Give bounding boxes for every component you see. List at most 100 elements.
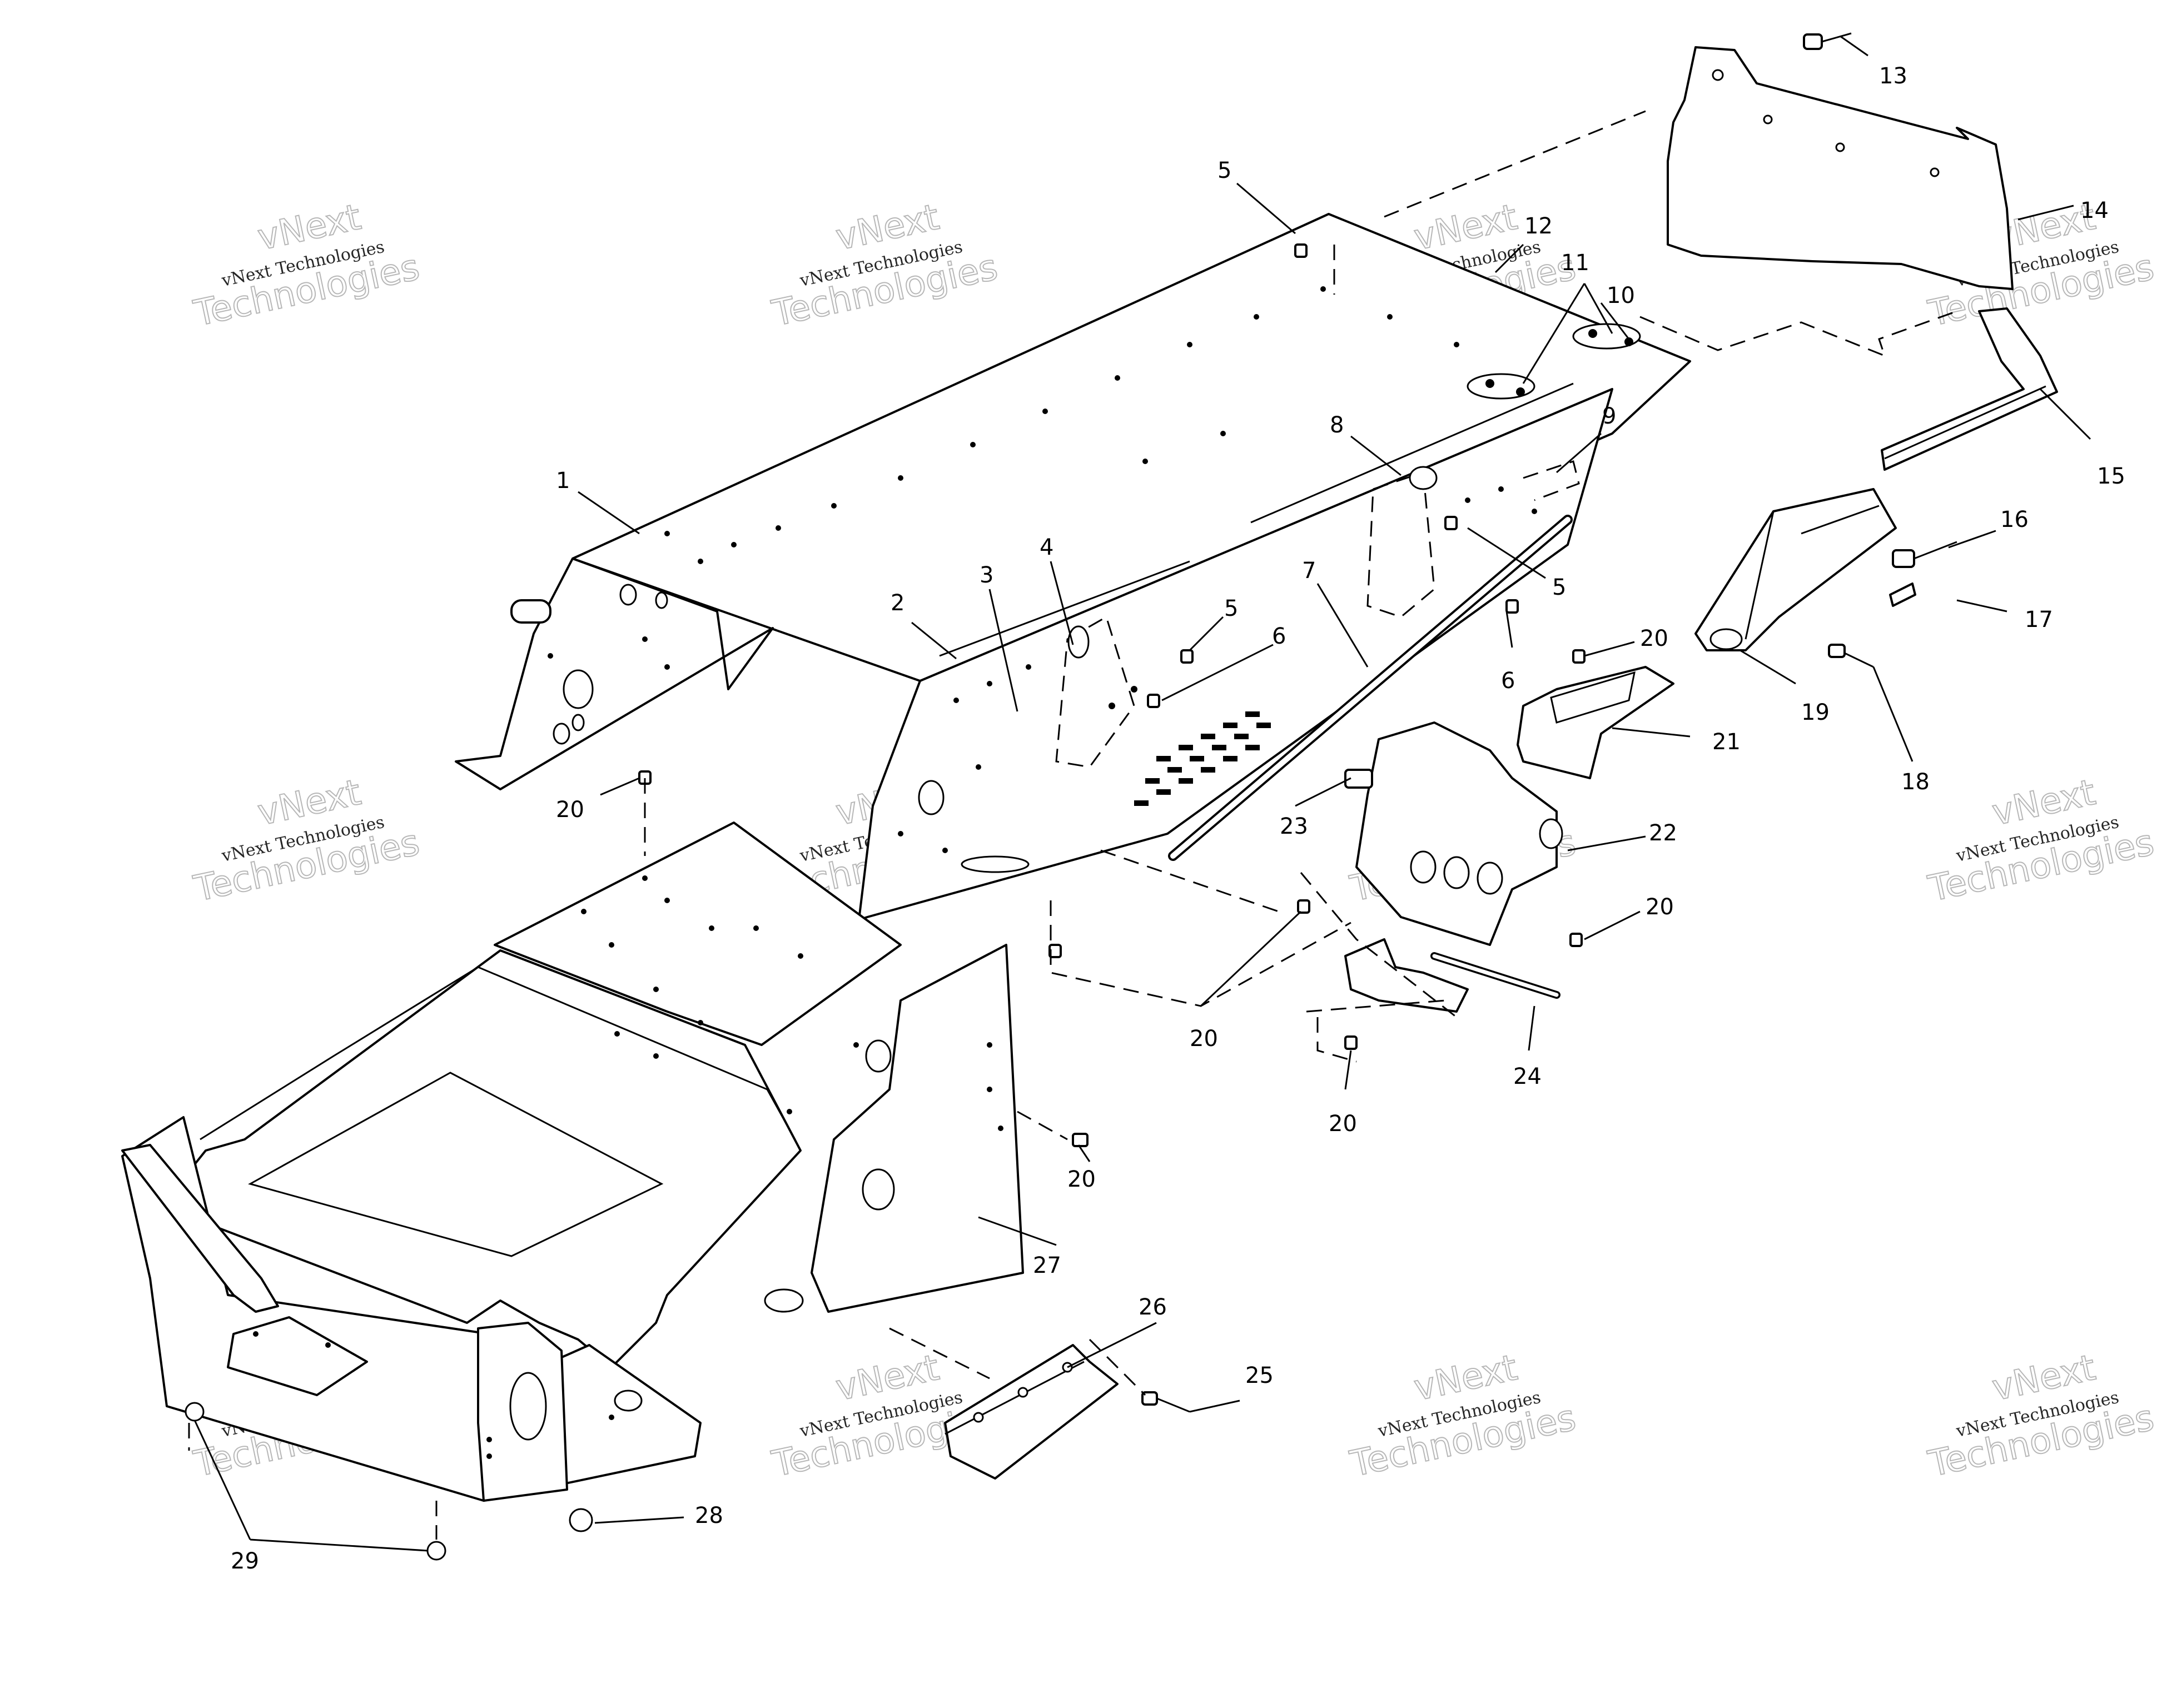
assembly-line: [889, 1327, 990, 1380]
callout-5: 5: [1217, 158, 1231, 183]
tunnel-side-panel: [858, 388, 1613, 921]
callout-2: 2: [891, 590, 904, 616]
tunnel-vent-pattern: [1134, 711, 1271, 806]
bracket-hole: [973, 1412, 984, 1423]
tunnel-left-flange: [455, 557, 774, 790]
nut-icon: [1569, 933, 1583, 947]
alignment-line: [1300, 872, 1457, 1018]
callout-25: 25: [1245, 1363, 1274, 1388]
callout-9: 9: [1602, 404, 1616, 429]
nut-icon: [1180, 649, 1194, 664]
rail-channel-part: [1881, 307, 2058, 471]
hinge-knuckle: [1709, 628, 1743, 650]
bolt-icon: [1892, 549, 1915, 568]
callout-20: 20: [1067, 1167, 1096, 1192]
callout-4: 4: [1040, 535, 1053, 560]
callout-28: 28: [695, 1503, 723, 1528]
watermark: vNext vNext Technologies Technologies: [1346, 1347, 1580, 1486]
hinge-bracket-edge: [1801, 505, 1880, 535]
small-bracket-part: [944, 1344, 1190, 1480]
bolt-icon: [1588, 329, 1597, 338]
tunnel-hole: [553, 723, 570, 745]
tunnel-hole: [571, 714, 585, 731]
assembly-line: [1316, 1017, 1357, 1063]
callout-19: 19: [1801, 700, 1830, 725]
rod-inner: [1432, 954, 1559, 997]
nut-icon: [1147, 694, 1160, 708]
callout-11: 11: [1561, 250, 1589, 276]
bracket-hole: [1410, 850, 1437, 884]
tunnel-hole: [918, 780, 945, 815]
callout-22: 22: [1649, 820, 1677, 846]
assembly-line: [1639, 310, 1957, 357]
bolt-icon: [1803, 33, 1823, 50]
hinge-bracket-edge: [1745, 511, 1775, 640]
watermark: vNext vNext Technologies Technologies: [1924, 771, 2157, 910]
tunnel-hidden-plate: [1055, 615, 1135, 768]
callout-18: 18: [1901, 769, 1930, 795]
flap-part: [1667, 32, 2014, 290]
clip-icon: [1344, 769, 1373, 789]
frame-curve: [200, 966, 796, 1141]
nut-icon: [1344, 1035, 1358, 1050]
nut-icon: [1572, 649, 1586, 664]
callout-8: 8: [1330, 412, 1344, 438]
snow-flap: [1667, 46, 2014, 290]
angle-bracket-edge: [945, 1361, 1085, 1435]
callout-labels: 1 2 3 4 5 5 5 6 6 7 8 9 10 11 12 13 14 1…: [231, 63, 2125, 1574]
callout-5: 5: [1224, 596, 1238, 621]
callout-3: 3: [980, 562, 993, 588]
bolt-icon: [1516, 387, 1525, 396]
tunnel-hole: [1409, 466, 1438, 490]
bumper-bracket-parts: [1300, 666, 1674, 1018]
callout-5: 5: [1552, 575, 1566, 600]
tube-rod-inner: [1170, 517, 1570, 859]
callout-29: 29: [231, 1548, 259, 1574]
callout-6: 6: [1501, 668, 1515, 694]
tunnel-tube: [510, 599, 551, 624]
frame-side-right: [811, 944, 1024, 1313]
bolt-icon: [1485, 379, 1494, 388]
callout-20: 20: [1329, 1111, 1357, 1137]
flap-hole: [1712, 69, 1724, 81]
frame-strap: [121, 1144, 279, 1313]
grommet-icon: [426, 1541, 446, 1561]
tunnel-hole: [961, 855, 1030, 873]
nut-icon: [1294, 243, 1308, 258]
plug-icon: [569, 1508, 593, 1532]
frame-floor: [160, 949, 802, 1368]
bolt-shank: [1156, 1397, 1190, 1413]
tunnel-hidden-edge: [1523, 460, 1580, 501]
bolt-icon: [1624, 337, 1633, 346]
assembly-line: [1100, 849, 1279, 913]
hinge-bracket-part: [1694, 488, 1957, 668]
tunnel-hole: [619, 584, 637, 606]
watermark: vNext vNext Technologies Technologies: [768, 196, 1002, 335]
tunnel-rail: [1250, 382, 1574, 524]
bracket-plate: [1467, 373, 1535, 400]
bracket-hole: [1017, 1387, 1028, 1398]
flap-hole: [1835, 142, 1845, 152]
assembly-line: [1017, 1111, 1068, 1141]
watermark: vNext vNext Technologies Technologies: [190, 771, 424, 910]
callout-27: 27: [1033, 1253, 1061, 1278]
callout-17: 17: [2025, 607, 2053, 633]
tunnel-rivets: [548, 286, 1537, 853]
bracket-hole: [1539, 818, 1563, 849]
assembly-line: [1089, 1338, 1146, 1396]
callout-13: 13: [1879, 63, 1907, 89]
callout-1: 1: [556, 468, 570, 494]
callout-20: 20: [1646, 894, 1674, 920]
callout-20: 20: [1640, 626, 1668, 651]
bracket-hole: [1443, 856, 1470, 889]
rivet-icon: [1828, 644, 1846, 658]
bracket-hole: [1477, 862, 1503, 895]
watermark: vNext vNext Technologies Technologies: [1924, 1347, 2157, 1486]
rail-channel-edge: [1884, 385, 2046, 460]
hinge-bracket: [1694, 488, 1897, 651]
mount-block-top: [1550, 671, 1636, 724]
frame-inner-rect: [248, 1072, 664, 1257]
flap-hole: [1763, 114, 1773, 125]
bolt-shank: [1821, 32, 1852, 43]
